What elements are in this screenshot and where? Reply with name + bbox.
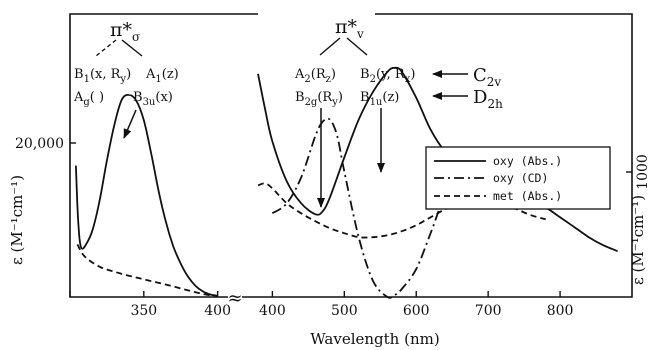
pi-sigma-label: π*σ bbox=[110, 19, 140, 44]
legend-label-oxy-abs: oxy (Abs.) bbox=[493, 154, 562, 168]
right-axis-frame bbox=[242, 13, 633, 298]
label-b3u-x: B3u(x) bbox=[133, 90, 173, 108]
series-oxy-abs-right bbox=[257, 66, 618, 253]
series-oxy-abs-left bbox=[75, 93, 218, 297]
left-axis-frame bbox=[69, 13, 258, 298]
legend: oxy (Abs.) oxy (CD) met (Abs.) bbox=[425, 146, 611, 210]
label-b2g-ry: B2g(Ry) bbox=[295, 90, 343, 108]
x-right-tick-label-400: 400 bbox=[259, 303, 286, 319]
label-c2v: C2v bbox=[473, 65, 501, 89]
pi-v-branch-right bbox=[346, 37, 368, 56]
y-right-tick-label: 1000 bbox=[635, 154, 651, 190]
y-left-tick-label: 20,000 bbox=[15, 136, 64, 152]
pi-v-label: π*v bbox=[335, 16, 364, 41]
x-right-tick-label-700: 700 bbox=[475, 303, 502, 319]
y-left-axis-label: ε (M⁻¹cm⁻¹) bbox=[8, 175, 26, 265]
label-a2-rz: A2(Rz) bbox=[294, 67, 336, 85]
label-b1-xry: B1(x, Ry) bbox=[74, 67, 131, 85]
label-a1-z: A1(z) bbox=[145, 67, 179, 85]
x-right-tick-label-800: 800 bbox=[547, 303, 574, 319]
label-d2h: D2h bbox=[473, 87, 503, 111]
x-axis-label: Wavelength (nm) bbox=[310, 330, 439, 348]
pi-sigma-branch-left bbox=[95, 39, 117, 57]
series-met-abs-left bbox=[76, 243, 215, 297]
legend-label-met-abs: met (Abs.) bbox=[493, 189, 562, 203]
x-right-tick-label-500: 500 bbox=[331, 303, 358, 319]
x-axis-ticks: 350 400 400 500 600 700 800 bbox=[69, 291, 574, 319]
x-left-tick-label-400: 400 bbox=[204, 303, 231, 319]
label-ag: Ag( ) bbox=[73, 90, 104, 108]
plot-frame bbox=[69, 13, 633, 298]
pi-sigma-branch-right bbox=[121, 39, 143, 57]
x-left-tick-label-350: 350 bbox=[130, 303, 157, 319]
x-right-tick-label-600: 600 bbox=[403, 303, 430, 319]
axis-break-symbol: ≈ bbox=[227, 288, 242, 309]
legend-label-oxy-cd: oxy (CD) bbox=[493, 171, 548, 185]
label-b1u-z: B1u(z) bbox=[360, 90, 399, 108]
annotation-pi-v: π*v A2(Rz) B2(y, Rx) B2g(Ry) B1u(z) C2v … bbox=[294, 16, 503, 208]
y-right-axis-label: ε (M⁻¹cm⁻¹) bbox=[629, 195, 647, 285]
arrow-b3u bbox=[123, 109, 137, 139]
label-b2-yrx: B2(y, Rx) bbox=[360, 67, 415, 85]
annotation-pi-sigma: π*σ B1(x, Ry) A1(z) Ag( ) B3u(x) bbox=[73, 19, 179, 139]
pi-v-branch-left bbox=[319, 37, 341, 56]
